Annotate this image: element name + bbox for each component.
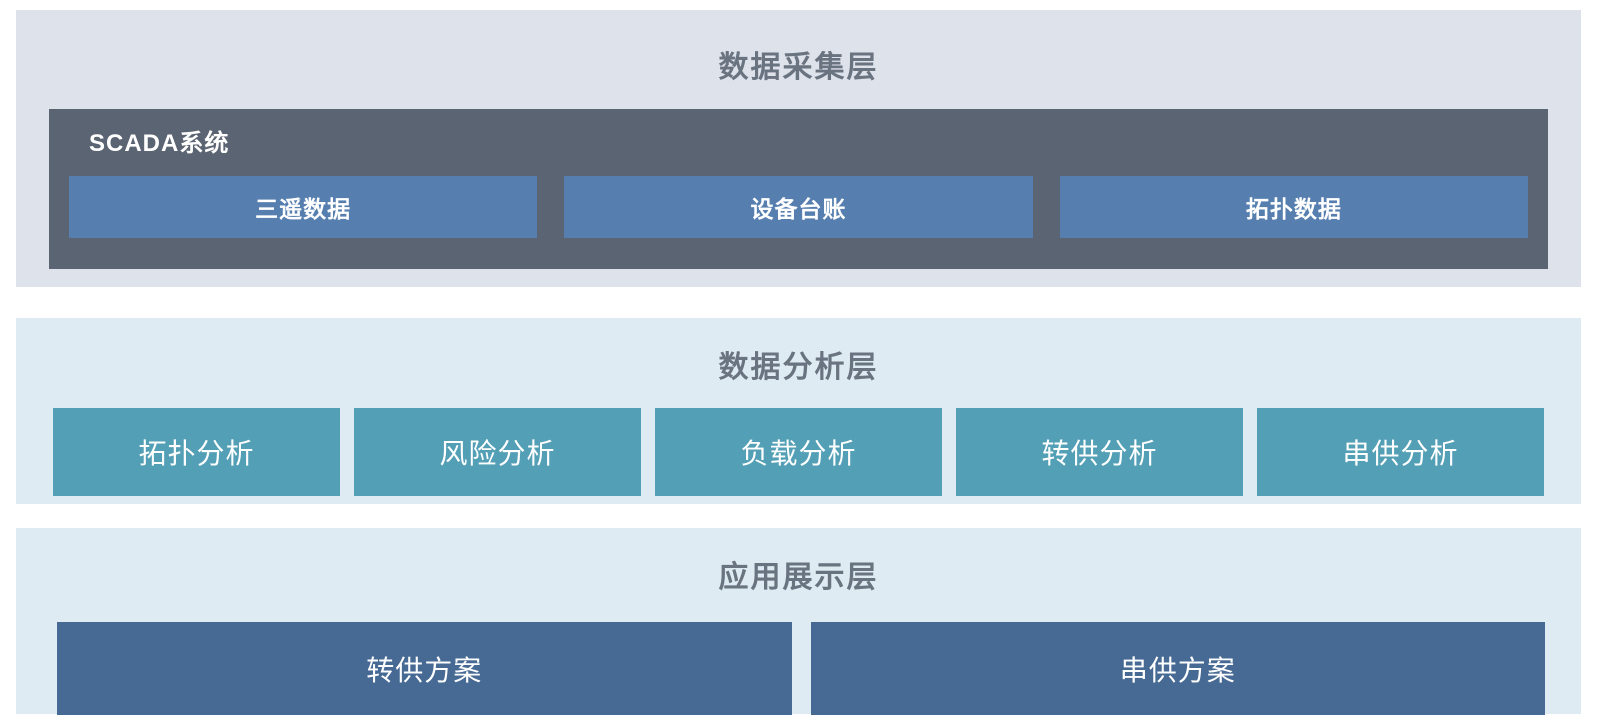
box-cascade-supply-plan: 串供方案 xyxy=(810,622,1545,715)
box-topology-analysis: 拓扑分析 xyxy=(53,408,340,496)
box-cascade-supply-analysis: 串供分析 xyxy=(1257,408,1544,496)
box-load-analysis: 负载分析 xyxy=(655,408,942,496)
scada-box-row: 三遥数据 设备台账 拓扑数据 xyxy=(69,176,1528,238)
layer-title-data-analysis: 数据分析层 xyxy=(718,351,879,384)
box-topology-data: 拓扑数据 xyxy=(1059,176,1528,238)
box-equipment-ledger: 设备台账 xyxy=(564,176,1033,238)
layer-data-analysis: 数据分析层 拓扑分析 风险分析 负载分析 转供分析 串供分析 xyxy=(16,318,1581,504)
layer-data-collection: 数据采集层 SCADA系统 三遥数据 设备台账 拓扑数据 xyxy=(16,10,1581,287)
analysis-box-row: 拓扑分析 风险分析 负载分析 转供分析 串供分析 xyxy=(53,408,1544,496)
box-telemetry-data: 三遥数据 xyxy=(69,176,538,238)
scada-system-group: SCADA系统 三遥数据 设备台账 拓扑数据 xyxy=(49,109,1548,269)
layer-title-data-collection: 数据采集层 xyxy=(718,51,879,84)
box-risk-analysis: 风险分析 xyxy=(354,408,641,496)
box-transfer-supply-analysis: 转供分析 xyxy=(956,408,1243,496)
scada-system-label: SCADA系统 xyxy=(89,130,230,157)
layer-application-display: 应用展示层 转供方案 串供方案 xyxy=(16,528,1581,715)
layer-title-application-display: 应用展示层 xyxy=(718,561,879,594)
display-box-row: 转供方案 串供方案 xyxy=(57,622,1545,715)
box-transfer-supply-plan: 转供方案 xyxy=(57,622,792,715)
